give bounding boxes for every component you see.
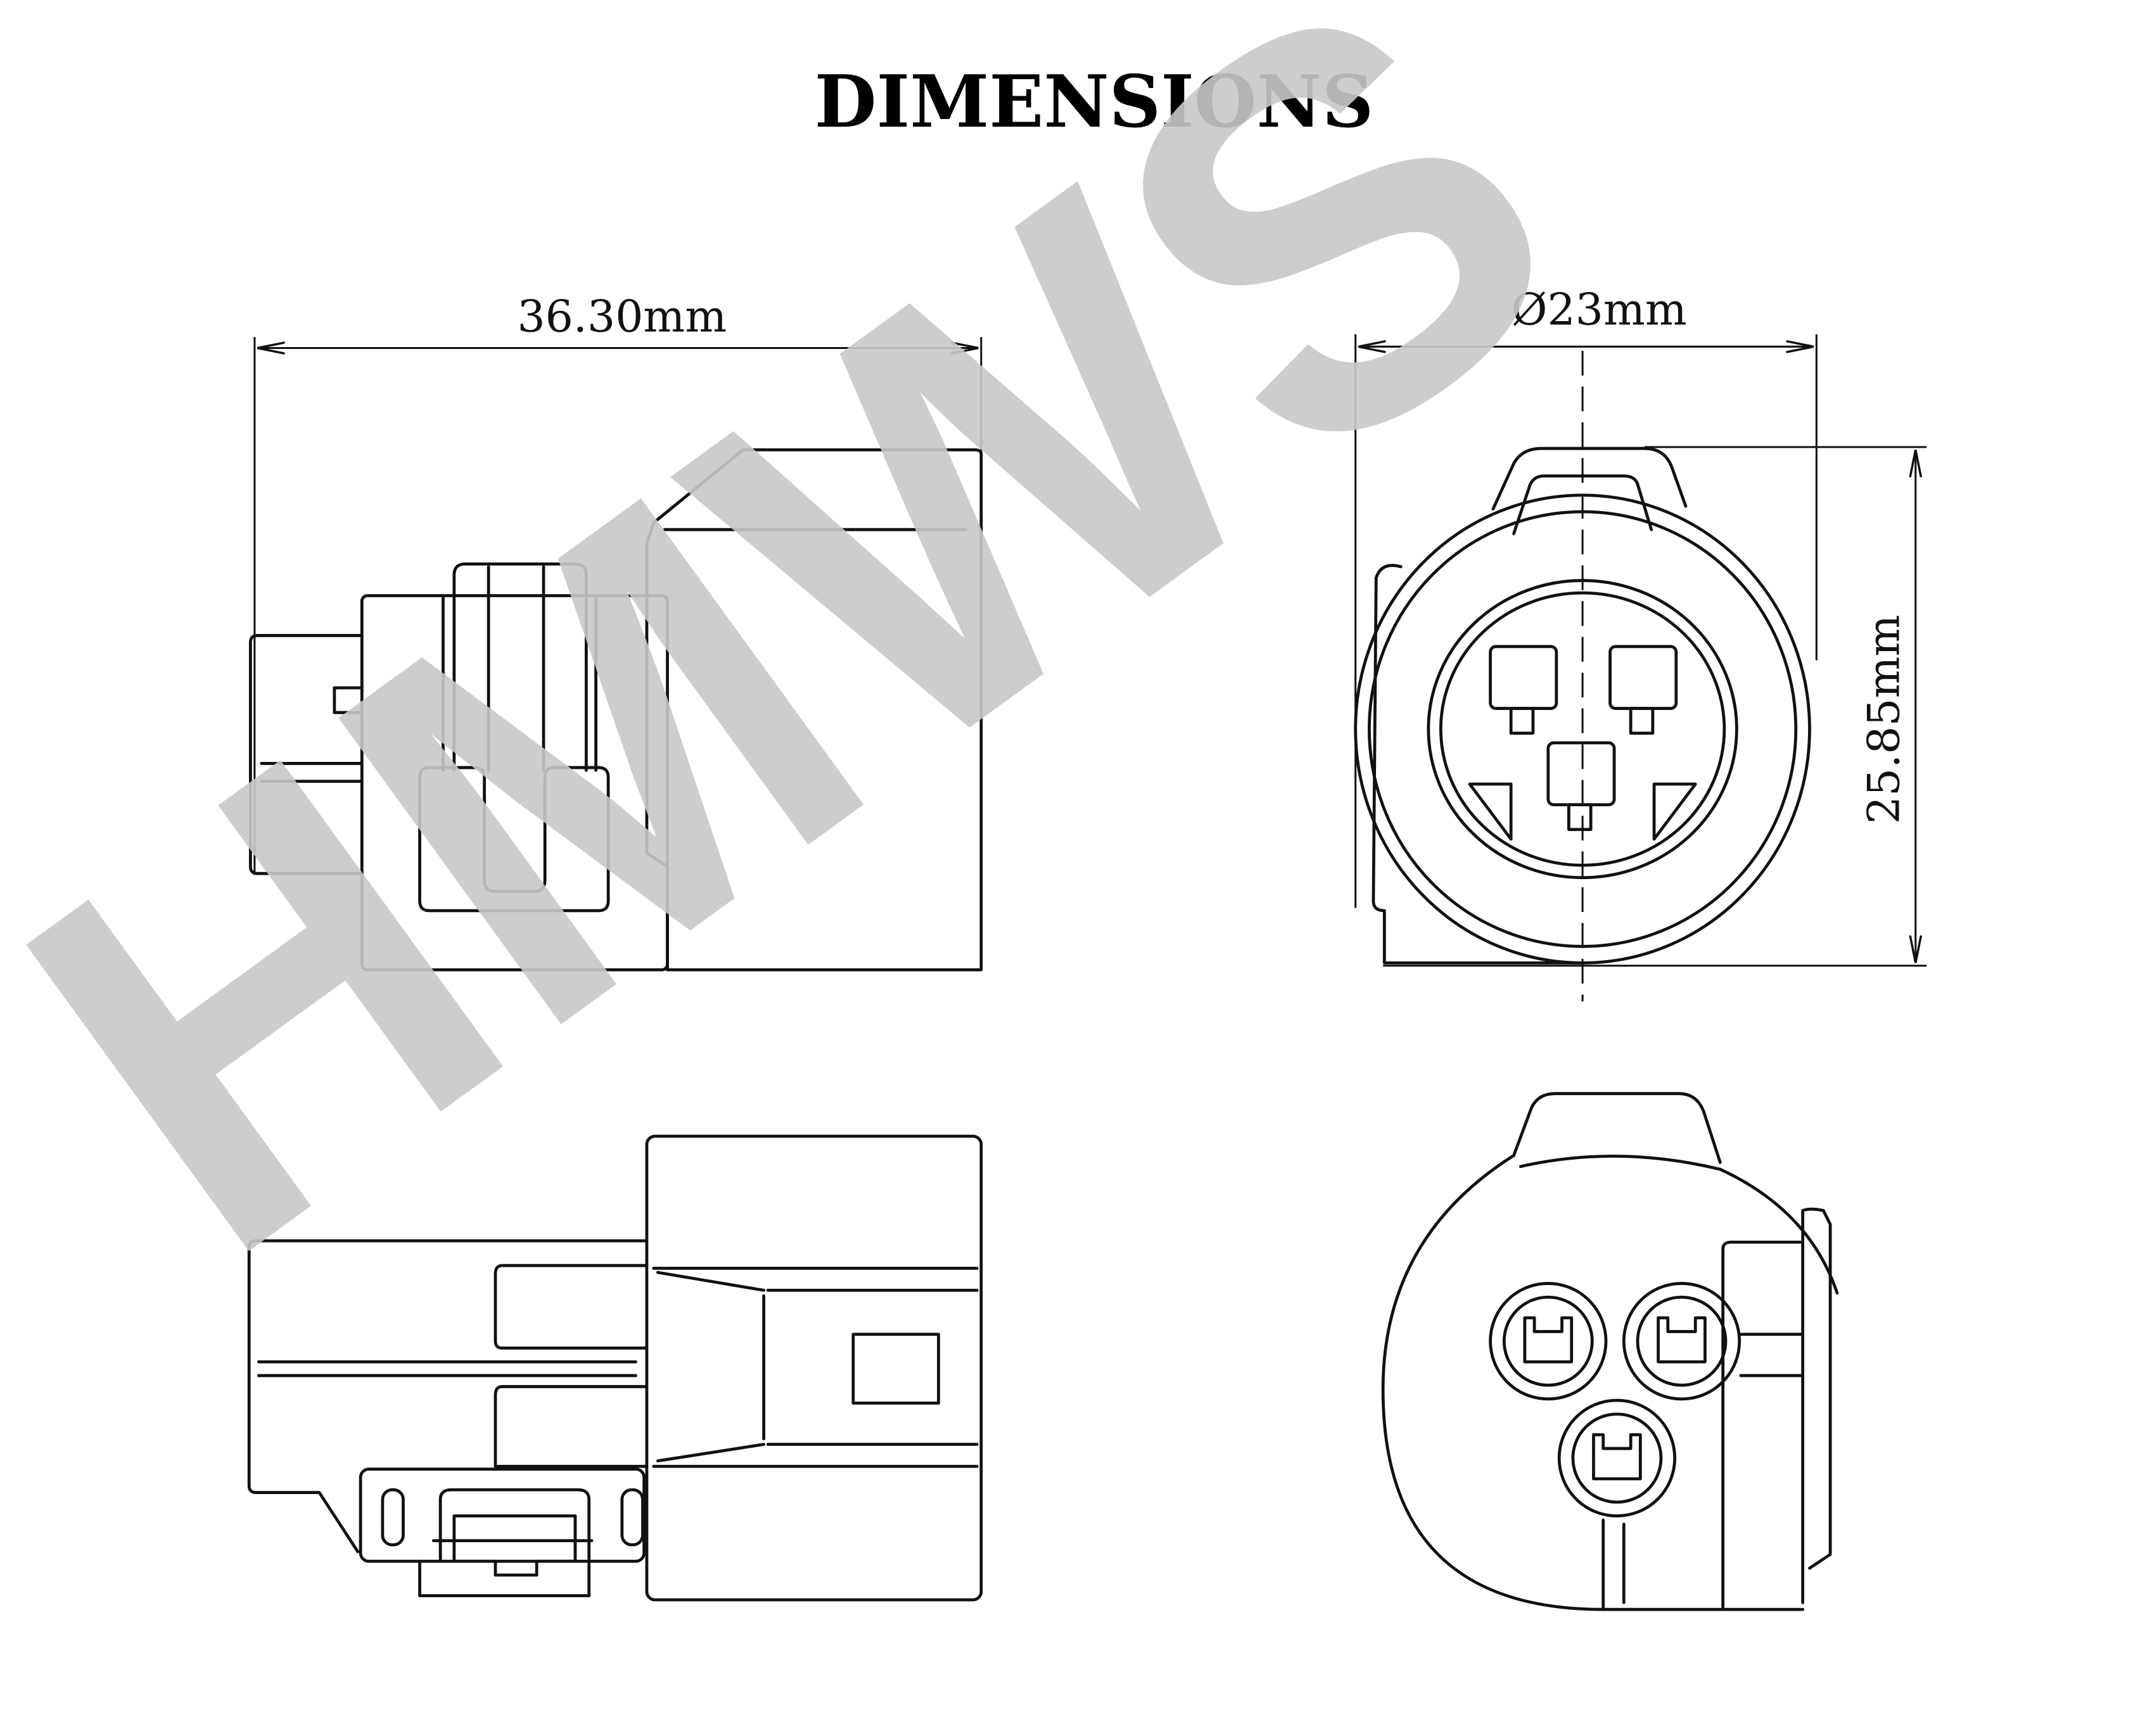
terminal-cavity [1557,1398,1677,1517]
rear-view-bottom [1381,1092,1839,1611]
terminal-cavity [1489,1282,1608,1401]
diameter-dimension-label: Ø23mm [1512,284,1687,336]
length-dimension-label: 36.30mm [517,291,727,342]
terminal-cavity [1622,1282,1741,1401]
top-view-bottom [247,1134,983,1602]
height-dimension-label: 25.85mm [1859,615,1910,825]
page-title: DIMENSIONS [815,60,1374,144]
front-view-top: Ø23mm 25.85mm [1354,284,1927,1002]
side-view-top: 36.30mm [248,291,983,972]
watermark-logo: HMWS [0,0,1658,1367]
